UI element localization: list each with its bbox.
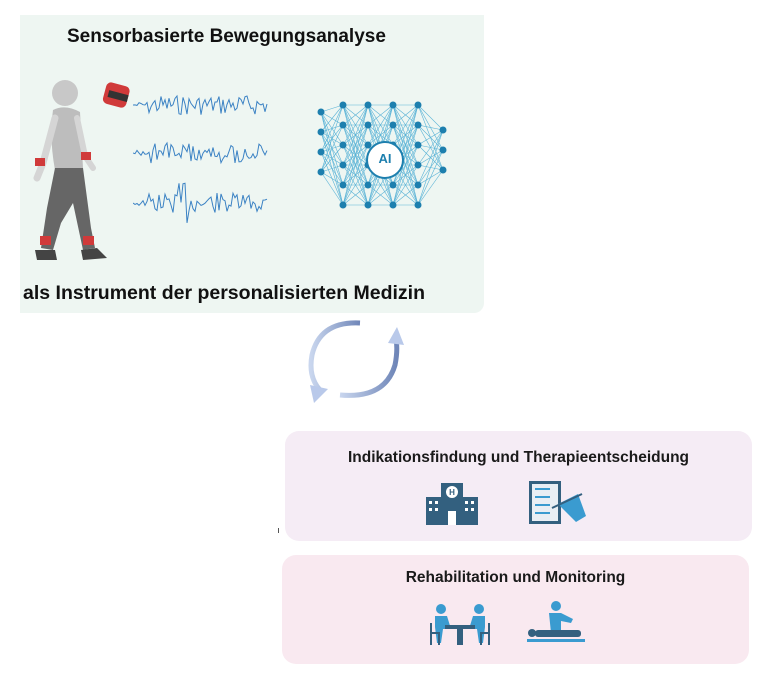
rehabilitation-box: Rehabilitation und Monitoring [282, 555, 749, 664]
network-node [364, 201, 372, 209]
network-node [339, 101, 347, 109]
network-node [439, 126, 447, 134]
network-node [317, 148, 325, 156]
stray-mark [278, 528, 279, 533]
rehabilitation-title: Rehabilitation und Monitoring [405, 569, 626, 586]
network-node [339, 141, 347, 149]
neural-network-icon [317, 101, 447, 209]
svg-text:H: H [449, 488, 455, 497]
sensor-device-icon [102, 82, 130, 108]
network-node [364, 101, 372, 109]
network-node [439, 166, 447, 174]
network-node [389, 181, 397, 189]
network-node [439, 146, 447, 154]
network-node [364, 121, 372, 129]
signal-wave [133, 141, 268, 165]
walking-person-icon [33, 80, 107, 260]
network-node [389, 101, 397, 109]
network-node [339, 181, 347, 189]
network-node [414, 101, 422, 109]
sensor-analysis-panel [20, 15, 484, 313]
signal-wave [133, 94, 268, 116]
network-node [317, 128, 325, 136]
ai-label: AI [378, 151, 392, 166]
network-node [317, 108, 325, 116]
signal-waveforms [133, 94, 268, 223]
cycle-arrows-icon [308, 320, 404, 403]
panel-subtitle: als Instrument der personalisierten Medi… [23, 282, 426, 304]
network-node [364, 141, 372, 149]
network-node [339, 161, 347, 169]
checklist-icon [529, 481, 586, 524]
network-node [414, 121, 422, 129]
indication-title: Indikationsfindung und Therapieentscheid… [348, 449, 689, 466]
network-node [364, 181, 372, 189]
physiotherapy-icon [527, 601, 585, 642]
network-node [414, 181, 422, 189]
consultation-icon [430, 604, 490, 645]
ai-node [366, 141, 404, 179]
network-node [414, 141, 422, 149]
network-node [339, 121, 347, 129]
network-node [339, 201, 347, 209]
network-node [317, 168, 325, 176]
network-node [414, 201, 422, 209]
signal-wave [133, 182, 268, 223]
network-node [389, 121, 397, 129]
panel-title: Sensorbasierte Bewegungsanalyse [67, 26, 386, 47]
hospital-icon: H [426, 483, 478, 525]
network-node [414, 161, 422, 169]
network-node [389, 201, 397, 209]
indication-box: Indikationsfindung und Therapieentscheid… [285, 431, 752, 541]
